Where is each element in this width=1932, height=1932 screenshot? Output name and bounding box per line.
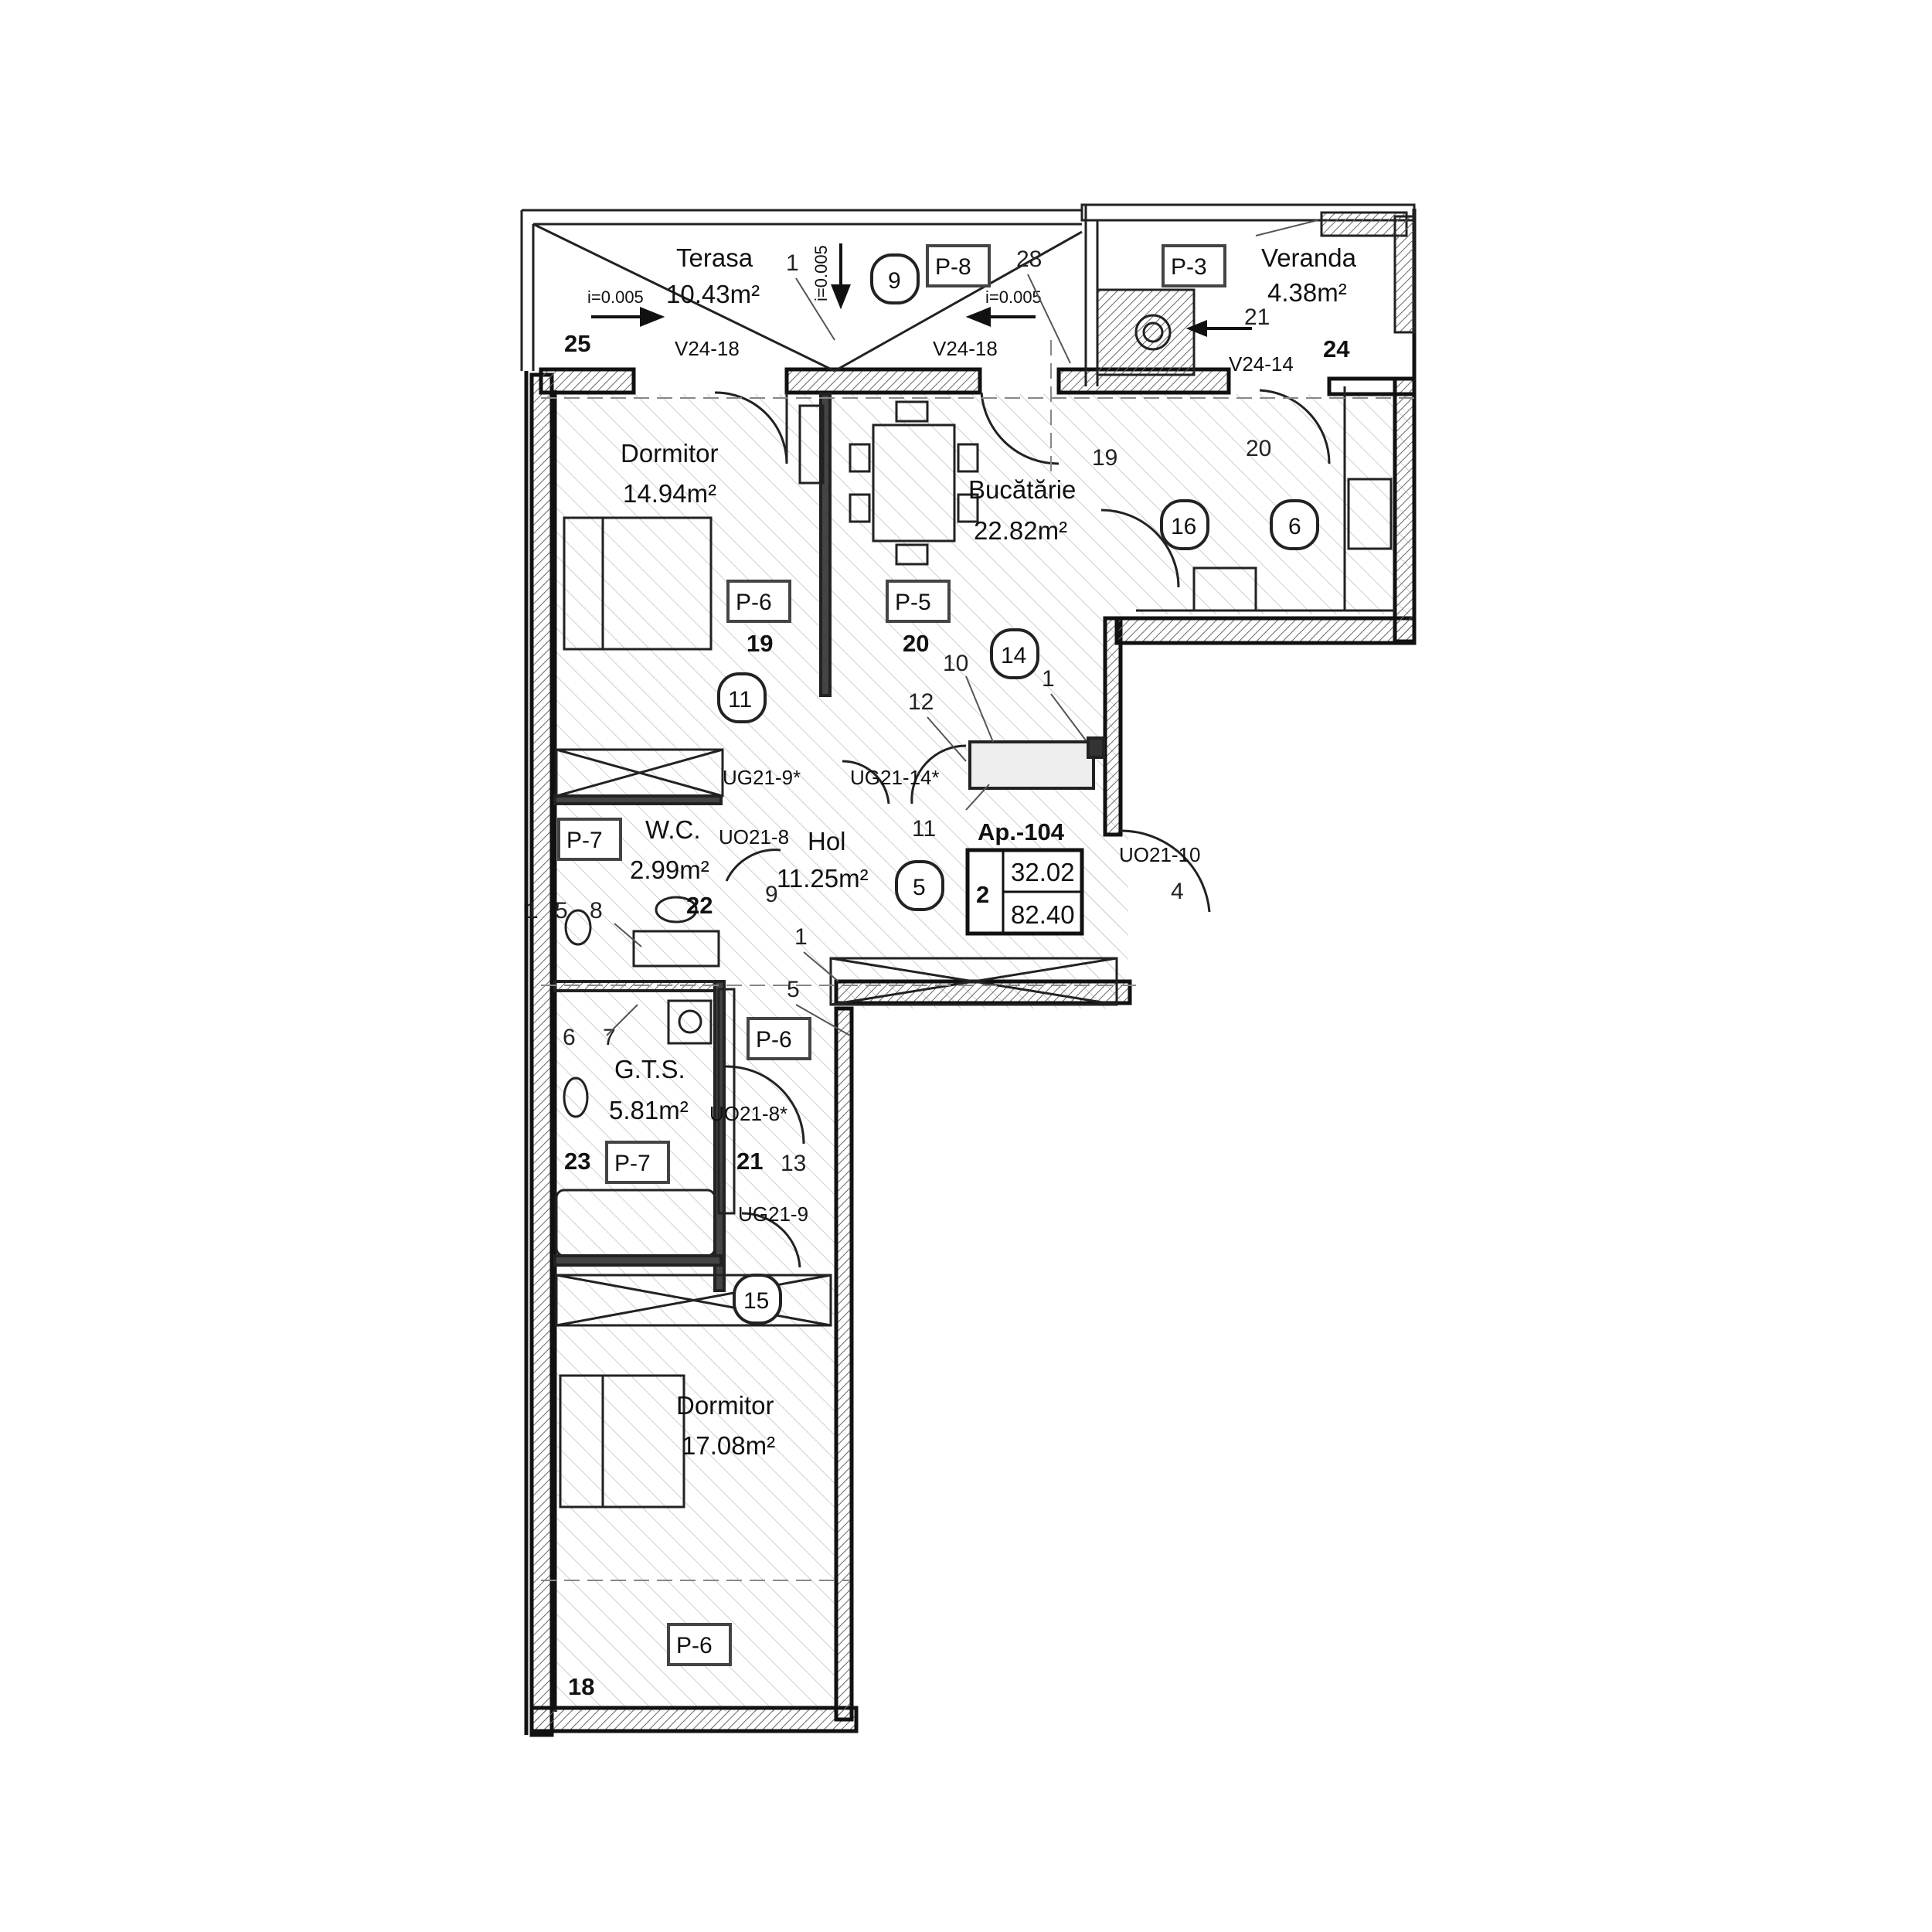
opening-uo21-8s: UO21-8*: [709, 1102, 787, 1125]
ref-7: 7: [603, 1025, 616, 1050]
apartment-box: [965, 848, 1084, 936]
tag-p7-wc: P-7: [566, 828, 603, 853]
reference-numbers: 1 28 21 19 20 10 1 12 11 1 5 8 9 4 1 5 6…: [526, 247, 1271, 1176]
tag-p7-gts: P-7: [614, 1151, 651, 1176]
veranda-area: 4.38m²: [1267, 278, 1347, 307]
opening-ug21-9: UG21-9: [738, 1202, 808, 1226]
ref-6: 6: [563, 1025, 576, 1050]
hol-area: 11.25m²: [777, 864, 869, 893]
room-number-24: 24: [1323, 335, 1350, 362]
room-number-20: 20: [903, 630, 929, 657]
dormitor-top-name: Dormitor: [621, 439, 719, 468]
tag-p8: P-8: [935, 254, 971, 280]
finish-tag-labels: P-8 P-3 P-6 P-5 P-7 P-6 P-7 P-6: [566, 254, 1207, 1658]
dormitor-top-area: 14.94m²: [623, 479, 716, 508]
room-numbers: 25 24 19 20 22 23 21 18: [564, 330, 1350, 1700]
veranda-name: Veranda: [1261, 243, 1357, 272]
opening-labels: V24-18 V24-18 V24-14 UG21-9* UG21-14* UO…: [675, 337, 1294, 1226]
ref-1-kitchen: 1: [1042, 666, 1055, 692]
terasa-area: 10.43m²: [666, 280, 760, 308]
ref-12: 12: [908, 689, 934, 715]
circle-5: 5: [913, 875, 926, 900]
opening-ug21-9s: UG21-9*: [723, 766, 801, 789]
axis-lines: [541, 340, 1414, 1581]
room-number-25: 25: [564, 330, 590, 357]
gts-area: 5.81m²: [609, 1096, 689, 1124]
ref-11: 11: [912, 816, 936, 842]
opening-v24-18-right: V24-18: [933, 337, 998, 360]
slope-vertical: i=0.005: [811, 245, 831, 301]
ref-4: 4: [1171, 879, 1184, 904]
tag-p5: P-5: [895, 590, 931, 615]
leader-lines: [606, 219, 1318, 1036]
ref-1-terrace: 1: [786, 250, 799, 276]
hol-name: Hol: [808, 827, 846, 855]
ref-5-hol: 5: [787, 977, 800, 1002]
kitchen-furniture: [798, 386, 1395, 612]
wc-area: 2.99m²: [630, 855, 709, 884]
ref-28: 28: [1016, 247, 1042, 272]
circle-9: 9: [888, 268, 901, 294]
tag-p3: P-3: [1171, 254, 1207, 280]
room-labels: Terasa 10.43m² Veranda 4.38m² Dormitor 1…: [609, 243, 1357, 1460]
apartment-rooms: 2: [976, 881, 989, 908]
tag-p6-bottom: P-6: [676, 1633, 713, 1658]
dormitor-bottom-name: Dormitor: [676, 1391, 774, 1420]
tag-p6-top: P-6: [736, 590, 772, 615]
room-number-22: 22: [686, 892, 713, 919]
room-number-19: 19: [747, 630, 773, 657]
ref-1-wc: 1: [526, 898, 539, 923]
ref-8: 8: [590, 898, 603, 923]
slope-left: i=0.005: [587, 287, 644, 307]
opening-uo21-10: UO21-10: [1119, 843, 1201, 866]
dormitor-bottom-area: 17.08m²: [682, 1431, 775, 1460]
terrace-outline: [520, 203, 1416, 386]
exterior-walls: [524, 209, 1417, 1737]
apartment-title: Ap.-104: [978, 818, 1065, 845]
room-number-18: 18: [568, 1673, 594, 1700]
bathroom-fixtures: [563, 896, 736, 1215]
slope-right: i=0.005: [985, 287, 1042, 307]
ref-9: 9: [765, 882, 778, 907]
room-number-23: 23: [564, 1148, 590, 1175]
ref-13: 13: [781, 1151, 806, 1176]
circle-6: 6: [1288, 514, 1301, 539]
terasa-name: Terasa: [676, 243, 753, 272]
ref-20: 20: [1246, 436, 1271, 461]
ref-5-wc: 5: [555, 898, 568, 923]
gts-name: G.T.S.: [614, 1055, 685, 1083]
circle-14: 14: [1001, 643, 1026, 668]
bedroom-furniture: [555, 516, 1118, 1509]
apartment-area-living: 32.02: [1011, 858, 1075, 886]
opening-uo21-8: UO21-8: [719, 825, 789, 849]
ref-10: 10: [943, 651, 968, 676]
circle-tag-labels: 9 16 6 14 11 5 15: [728, 268, 1301, 1314]
opening-v24-18-left: V24-18: [675, 337, 740, 360]
circle-16: 16: [1171, 514, 1196, 539]
circle-11: 11: [728, 687, 752, 713]
slope-labels: i=0.005 i=0.005 i=0.005: [587, 245, 1042, 307]
circle-15: 15: [743, 1288, 769, 1314]
tag-p6-hol: P-6: [756, 1027, 792, 1053]
bucatarie-name: Bucătărie: [968, 475, 1076, 504]
ref-21: 21: [1244, 304, 1270, 330]
slope-arrows: [591, 243, 1252, 337]
room-number-21: 21: [736, 1148, 763, 1175]
ref-1-hol: 1: [794, 924, 808, 950]
wc-name: W.C.: [645, 815, 701, 844]
apartment-area-total: 82.40: [1011, 900, 1075, 929]
ref-19: 19: [1092, 445, 1117, 471]
door-swings: [714, 389, 1331, 1268]
opening-v24-14: V24-14: [1229, 352, 1294, 376]
opening-ug21-14s: UG21-14*: [850, 766, 940, 789]
circle-tags: [717, 253, 1319, 1325]
bucatarie-area: 22.82m²: [974, 516, 1067, 545]
floor-hatch: [553, 394, 1410, 1712]
finish-tags: [557, 244, 1226, 1666]
